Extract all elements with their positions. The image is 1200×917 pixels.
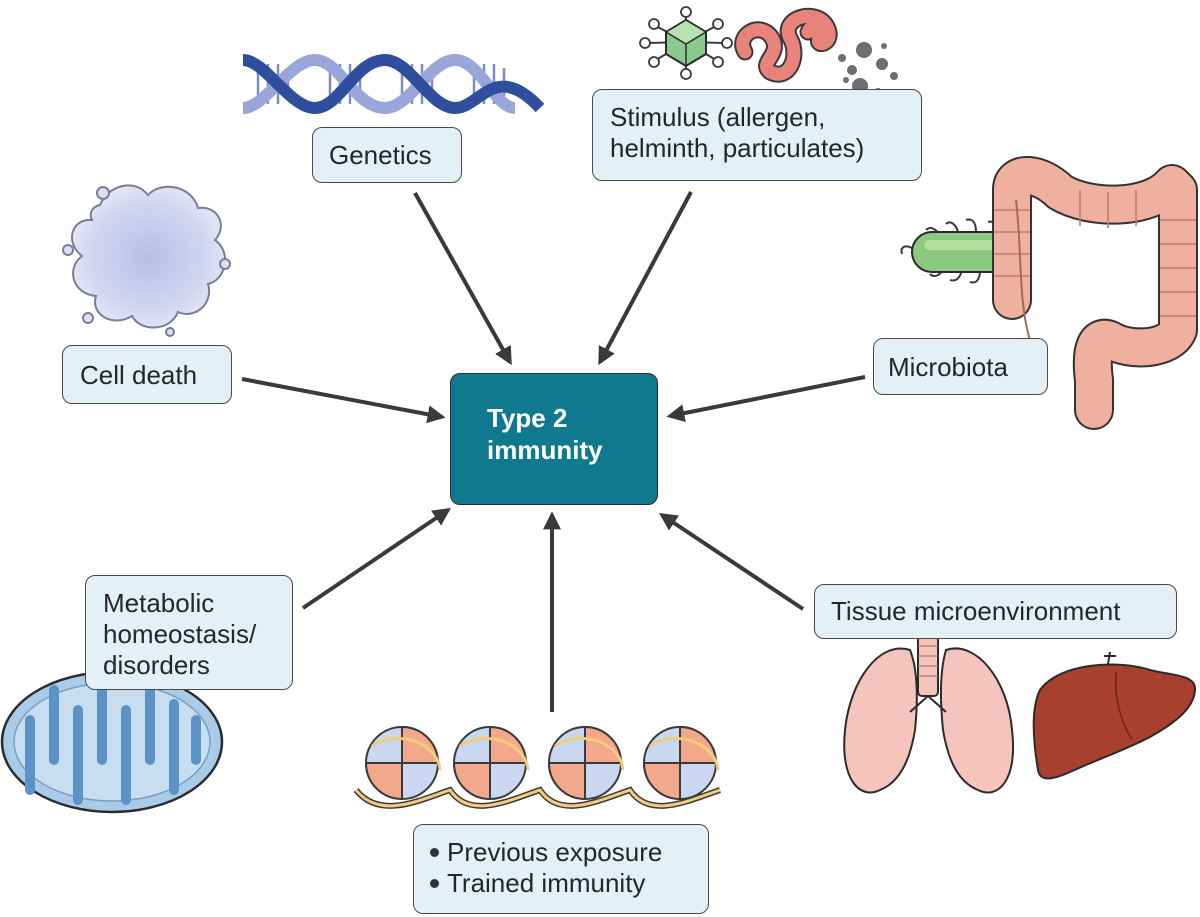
microbiota-box: Microbiota [873,338,1048,395]
exposure-item-1-label: Previous exposure [447,837,663,867]
lungs-icon [843,635,1015,794]
exposure-box: Previous exposure Trained immunity [413,824,709,914]
arrow-genetics [413,192,512,366]
stimulus-box: Stimulus (allergen, helminth, particulat… [592,89,922,181]
arrow-stimulus [598,191,693,366]
helminth-icon [734,7,838,83]
arrow-tissue [659,513,805,611]
bullet-icon [430,878,439,888]
nucleosome-icon [353,725,721,809]
mitochondrion-icon [0,670,224,814]
tissue-box: Tissue microenvironment [814,584,1177,639]
dying-cell-icon [62,184,231,337]
center-line-1: Type 2 [487,403,568,433]
type2-immunity-node: Type 2 immunity [450,373,658,505]
tissue-label: Tissue microenvironment [831,596,1121,626]
bullet-icon [430,847,439,857]
stimulus-line-1: Stimulus (allergen, [610,102,826,132]
genetics-box: Genetics [312,127,462,183]
arrow-cell-death [241,377,446,424]
arrow-microbiota [666,375,866,423]
center-line-2: immunity [487,435,603,465]
metabolic-line-3: disorders [103,650,210,680]
exposure-item-2: Trained immunity [430,868,708,899]
dna-icon [241,53,545,115]
intestine-icon [992,156,1198,430]
arrow-metabolic [301,507,451,610]
virus-icon [639,6,733,80]
stimulus-line-2: helminth, particulates) [610,133,865,163]
bacterium-icon [900,218,1013,284]
metabolic-line-2: homeostasis/ [103,619,257,649]
exposure-item-2-label: Trained immunity [447,868,646,898]
metabolic-line-1: Metabolic [103,588,215,618]
metabolic-box: Metabolic homeostasis/ disorders [85,575,293,690]
arrows [241,191,866,712]
particulates-icon [838,42,898,96]
microbiota-label: Microbiota [888,352,1008,382]
cell-death-box: Cell death [62,345,232,404]
genetics-label: Genetics [329,140,432,170]
cell-death-label: Cell death [80,360,198,390]
exposure-item-1: Previous exposure [430,837,708,868]
liver-icon [1032,651,1197,780]
